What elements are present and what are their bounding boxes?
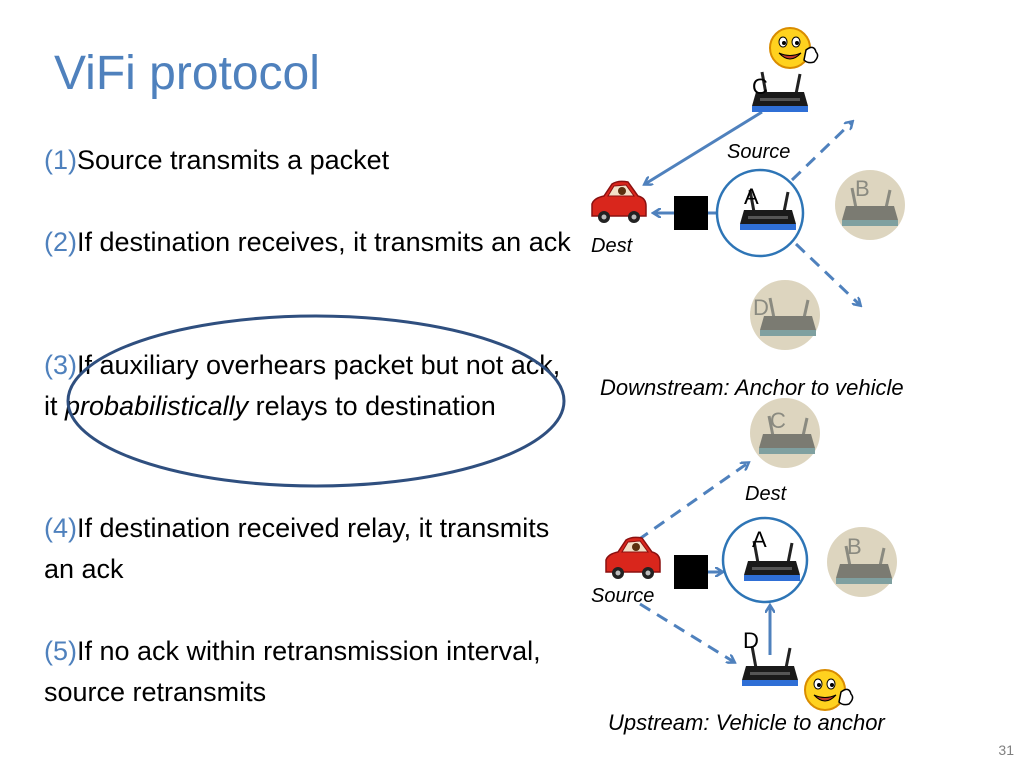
step-5-text: If no ack within retransmission interval… — [44, 636, 541, 707]
step-5: (5)If no ack within retransmission inter… — [44, 631, 574, 713]
step-2-number: (2) — [44, 227, 77, 257]
step-3-text-post: relays to destination — [248, 391, 496, 421]
node-d-label: D — [753, 295, 769, 320]
upstream-caption: Upstream: Vehicle to anchor — [608, 710, 886, 735]
node-b-circle — [827, 527, 897, 597]
node-a-label: A — [752, 527, 767, 552]
slide-title: ViFi protocol — [54, 47, 320, 100]
step-2-text: If destination receives, it transmits an… — [77, 227, 571, 257]
node-a-highlight-circle — [721, 516, 809, 604]
node-a-router — [738, 188, 798, 232]
step-2: (2)If destination receives, it transmits… — [44, 222, 574, 263]
packet-square — [674, 555, 708, 589]
node-b-router — [834, 544, 894, 586]
node-c-router — [757, 414, 817, 456]
node-b-circle — [835, 170, 905, 240]
node-b-label: B — [855, 176, 870, 201]
packet-square — [674, 196, 708, 230]
node-c-circle — [750, 398, 820, 468]
node-c-label: C — [752, 74, 768, 99]
node-a-router — [742, 539, 802, 583]
step-4: (4)If destination received relay, it tra… — [44, 508, 574, 590]
arrow-a-to-c-dashed — [790, 122, 852, 182]
step-3-number: (3) — [44, 350, 77, 380]
smiley-icon — [804, 669, 854, 711]
arrow-source-to-c-dashed — [637, 463, 748, 542]
node-c-label: C — [770, 408, 786, 433]
upstream-dest-label: Dest — [745, 483, 788, 505]
downstream-dest-label: Dest — [591, 235, 634, 257]
node-c-router — [750, 70, 810, 114]
step-3: (3)If auxiliary overhears packet but not… — [44, 345, 574, 427]
step-5-number: (5) — [44, 636, 77, 666]
node-d-label: D — [743, 628, 759, 653]
step-4-text: If destination received relay, it transm… — [44, 513, 550, 584]
step-1: (1)Source transmits a packet — [44, 140, 574, 181]
node-a-label: A — [744, 184, 759, 209]
car-icon — [605, 536, 661, 580]
arrow-source-to-d-dashed — [639, 602, 734, 662]
slide-number: 31 — [998, 742, 1014, 758]
node-d-router — [740, 644, 800, 688]
smiley-icon — [769, 27, 819, 69]
downstream-source-label: Source — [727, 141, 790, 163]
step-1-text: Source transmits a packet — [77, 145, 390, 175]
step-4-number: (4) — [44, 513, 77, 543]
node-d-router — [758, 296, 818, 338]
step-1-number: (1) — [44, 145, 77, 175]
node-b-router — [840, 186, 900, 228]
step-3-text-emphasis: probabilistically — [65, 391, 249, 421]
arrow-c-to-dest — [645, 110, 763, 184]
car-icon — [591, 180, 647, 224]
upstream-source-label: Source — [591, 585, 654, 607]
node-d-circle — [750, 280, 820, 350]
downstream-caption: Downstream: Anchor to vehicle — [600, 375, 904, 400]
upstream-diagram: C A B D Dest Source Upstream: Vehicle to… — [591, 398, 897, 735]
arrow-a-to-d-dashed — [794, 242, 860, 305]
downstream-diagram: C A B D Source Dest Downstream: Anchor t… — [591, 27, 905, 400]
node-a-highlight-circle — [715, 168, 805, 258]
node-b-label: B — [847, 534, 862, 559]
